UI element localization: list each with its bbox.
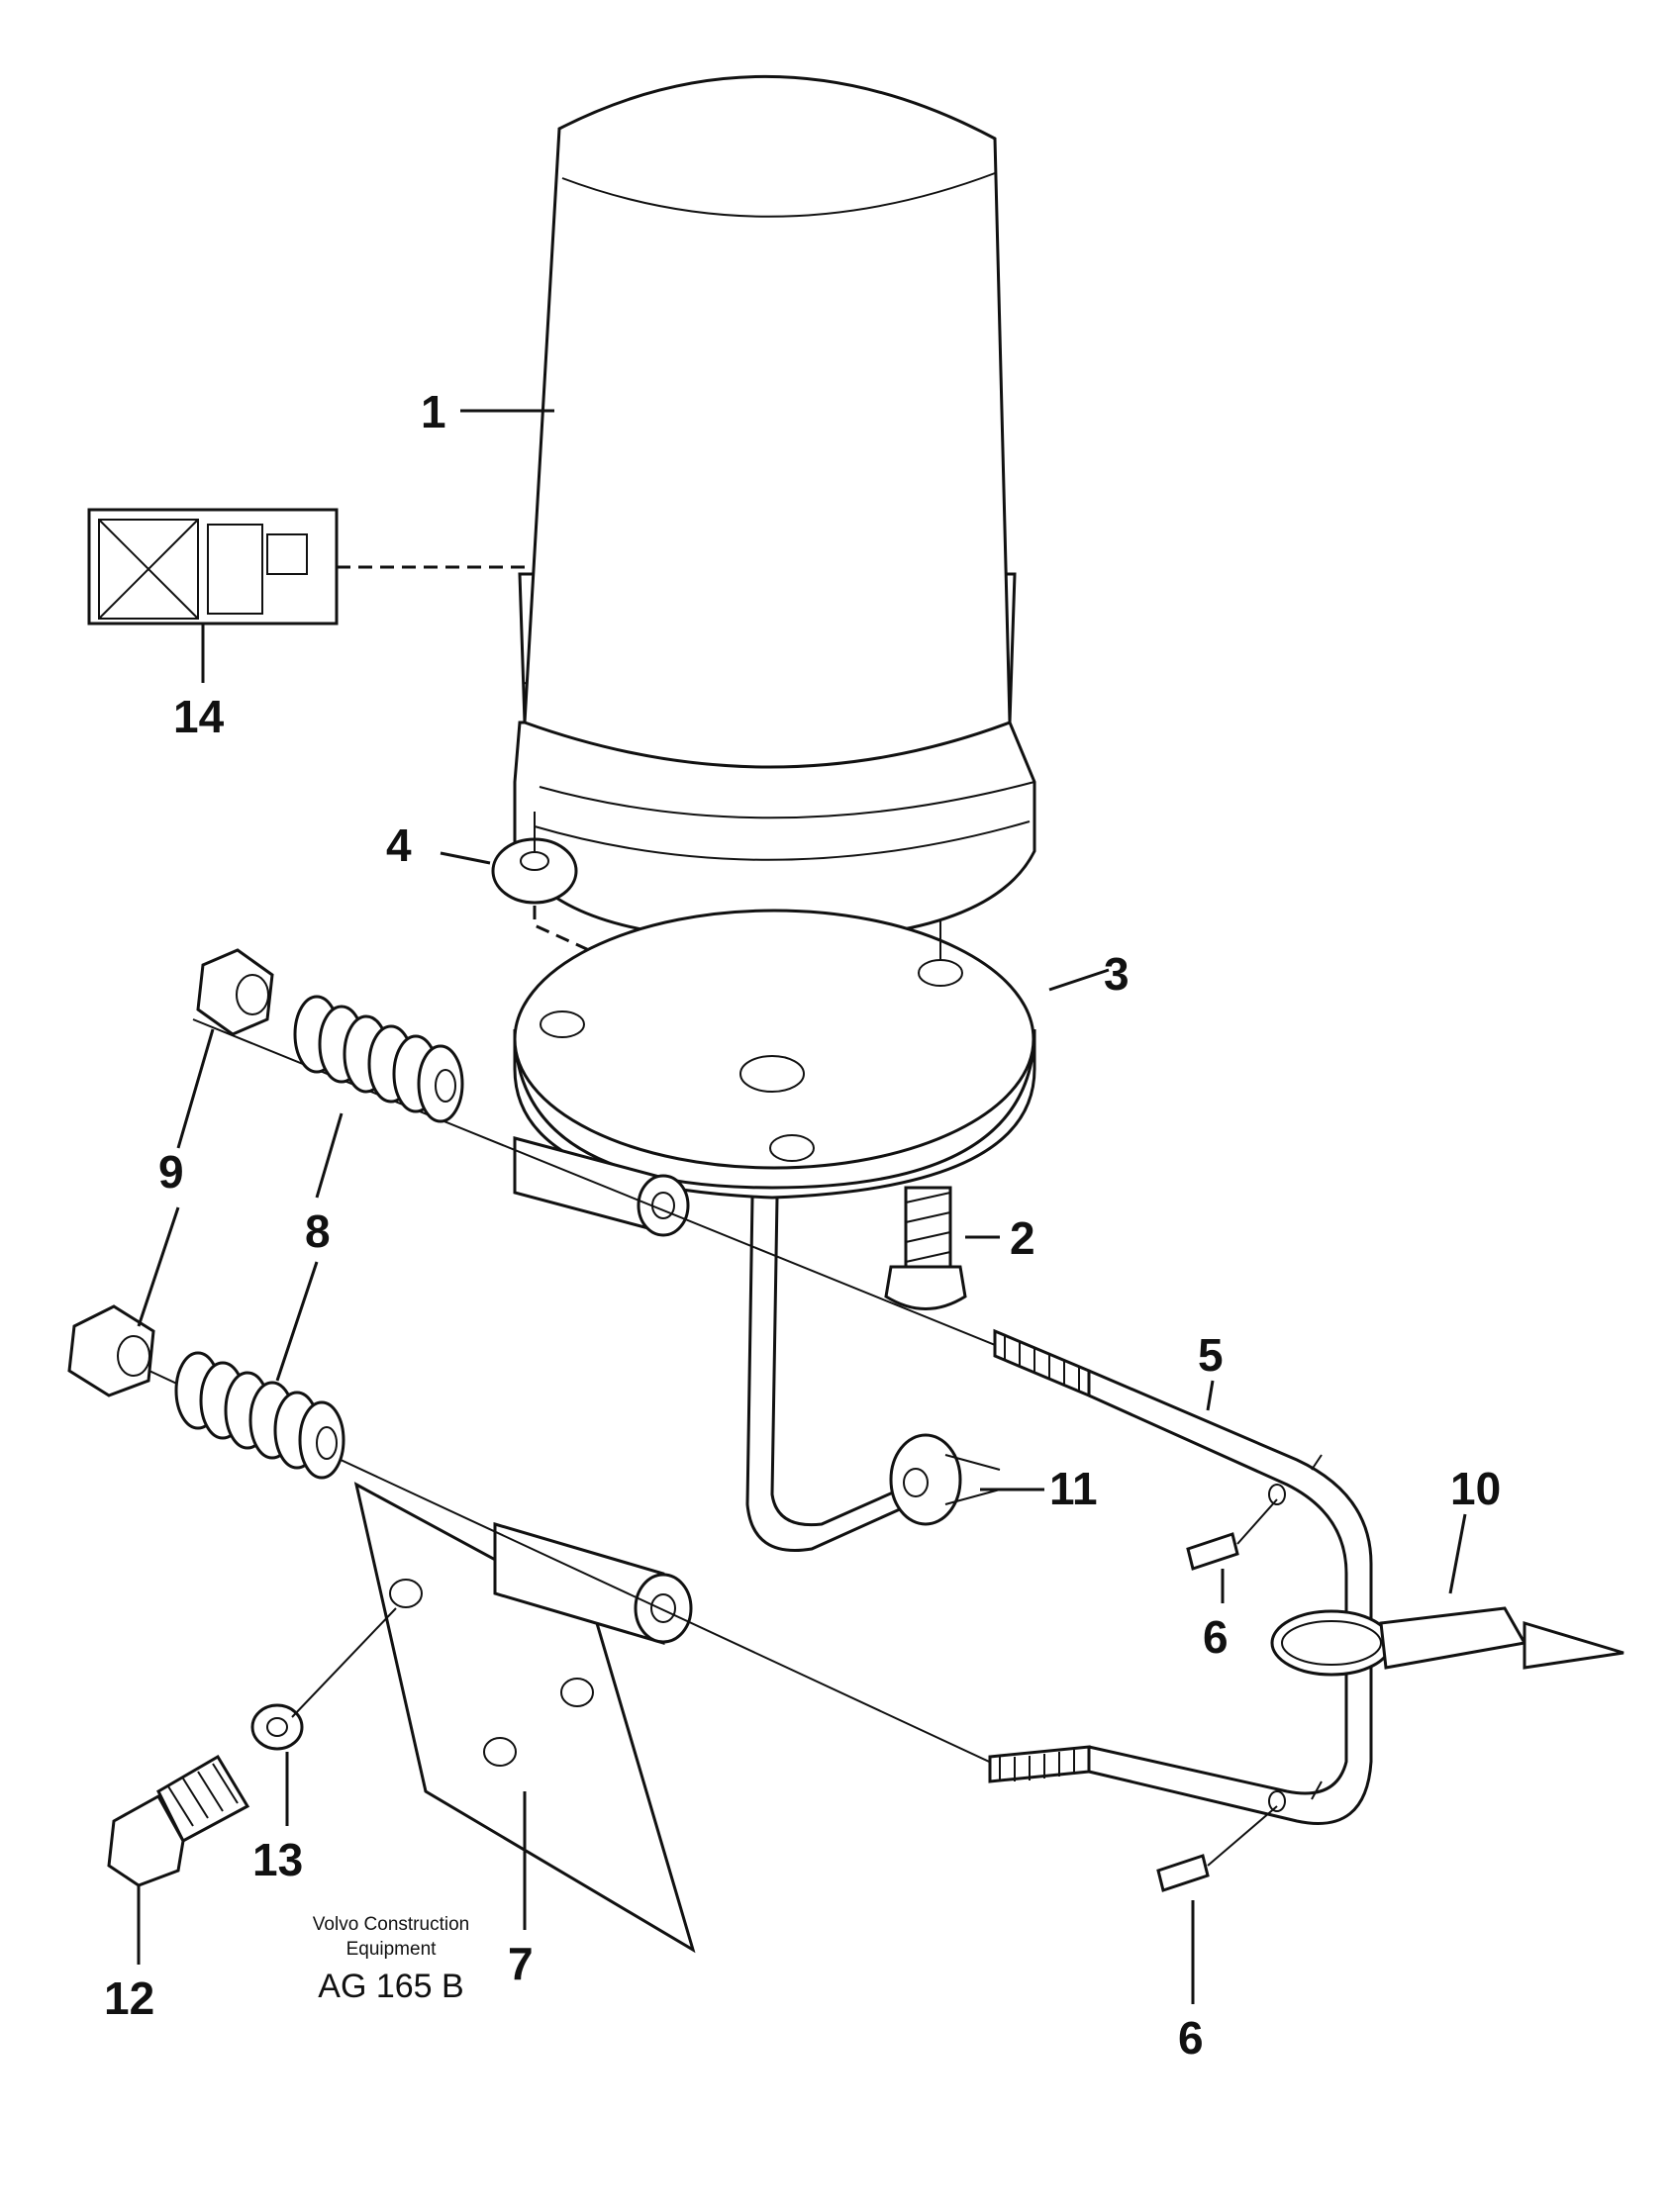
callout-labels: 1 2 3 4 5 6 6 7 8 9 10 11 12 13 14	[104, 386, 1501, 2064]
leader-lines	[137, 409, 1467, 2004]
spring-lower	[174, 1351, 345, 1480]
spring-upper	[293, 995, 464, 1123]
lower-clamp-assembly	[67, 1304, 1001, 1954]
lower-cable	[745, 1197, 912, 1552]
credit-line-1: Volvo Construction	[313, 1914, 469, 1935]
pin-upper	[1186, 1498, 1278, 1571]
callout-6-lower: 6	[1178, 2012, 1204, 2064]
credit-block: Volvo Construction Equipment AG 165 B	[313, 1914, 469, 2005]
drawing-code: AG 165 B	[318, 1968, 463, 2005]
callout-1: 1	[421, 386, 446, 437]
callout-6-upper: 6	[1203, 1611, 1229, 1663]
callout-12: 12	[104, 1972, 154, 2024]
callout-4: 4	[386, 819, 412, 871]
bolt-2	[884, 1186, 967, 1310]
callout-2: 2	[1010, 1212, 1035, 1264]
base-plate	[513, 909, 1036, 1200]
callout-13: 13	[252, 1834, 303, 1885]
cable-grommet	[889, 1433, 1001, 1526]
callout-11: 11	[1049, 1463, 1098, 1514]
callout-7: 7	[508, 1938, 534, 1989]
callout-14: 14	[173, 691, 225, 742]
credit-line-2: Equipment	[346, 1939, 438, 1960]
callout-5: 5	[1198, 1329, 1224, 1381]
cable-tie	[1270, 1606, 1624, 1677]
beacon-lamp	[513, 75, 1036, 942]
callout-3: 3	[1104, 948, 1130, 1000]
u-bolt	[988, 1328, 1373, 1825]
washer	[250, 1607, 397, 1751]
callout-9: 9	[158, 1146, 184, 1198]
callout-8: 8	[305, 1205, 331, 1257]
pin-lower	[1156, 1805, 1278, 1892]
bolt-12	[107, 1754, 250, 1887]
callout-10: 10	[1450, 1463, 1501, 1514]
upper-clamp-assembly	[192, 948, 1011, 1352]
connector-inset	[87, 508, 525, 625]
